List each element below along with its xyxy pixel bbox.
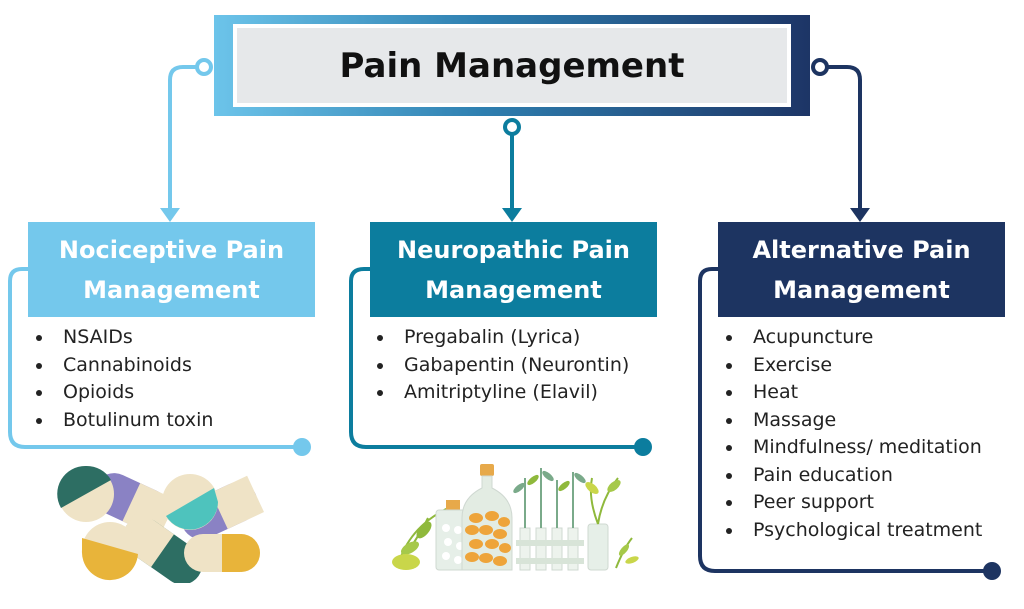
neuropathic-header: Neuropathic Pain Management [370, 222, 657, 317]
list-item: Psychological treatment [726, 517, 982, 545]
list-item: Opioids [36, 379, 213, 407]
connector-nociceptive [160, 58, 213, 222]
nociceptive-header: Nociceptive Pain Management [28, 222, 315, 317]
nociceptive-title-line-1: Nociceptive Pain [58, 235, 285, 264]
bracket-nociceptive [8, 267, 296, 449]
title-frame: Pain Management [214, 15, 810, 116]
pills-icon [57, 465, 265, 583]
list-item: Pregabalin (Lyrica) [377, 324, 629, 352]
connector-alternative [811, 58, 870, 222]
list-item: Pain education [726, 462, 982, 490]
page-title: Pain Management [339, 45, 685, 86]
list-item: Mindfulness/ meditation [726, 434, 982, 462]
title-box: Pain Management [233, 24, 791, 107]
alternative-list: Acupuncture Exercise Heat Massage Mindfu… [726, 324, 982, 544]
bracket-end-dot-neuropathic [634, 438, 652, 456]
bracket-end-dot-nociceptive [293, 438, 311, 456]
bracket-neuropathic [349, 267, 637, 449]
alternative-title-line-2: Management [773, 275, 950, 304]
neuropathic-title-line-2: Management [425, 275, 602, 304]
list-item: Massage [726, 407, 982, 435]
list-item: Gabapentin (Neurontin) [377, 352, 629, 380]
alternative-title-line-1: Alternative Pain [752, 235, 971, 264]
list-item: Cannabinoids [36, 352, 213, 380]
list-item: Peer support [726, 489, 982, 517]
alternative-header: Alternative Pain Management [718, 222, 1005, 317]
list-item: NSAIDs [36, 324, 213, 352]
bracket-end-dot-alternative [983, 562, 1001, 580]
connector-neuropathic [502, 118, 522, 222]
bracket-alternative [698, 267, 985, 573]
list-item: Acupuncture [726, 324, 982, 352]
nociceptive-list: NSAIDs Cannabinoids Opioids Botulinum to… [36, 324, 213, 434]
list-item: Heat [726, 379, 982, 407]
neuropathic-title-line-1: Neuropathic Pain [397, 235, 630, 264]
nociceptive-title-line-2: Management [83, 275, 260, 304]
medicine-bottles-icon [392, 464, 639, 571]
list-item: Amitriptyline (Elavil) [377, 379, 629, 407]
list-item: Exercise [726, 352, 982, 380]
neuropathic-list: Pregabalin (Lyrica) Gabapentin (Neuronti… [377, 324, 629, 407]
list-item: Botulinum toxin [36, 407, 213, 435]
